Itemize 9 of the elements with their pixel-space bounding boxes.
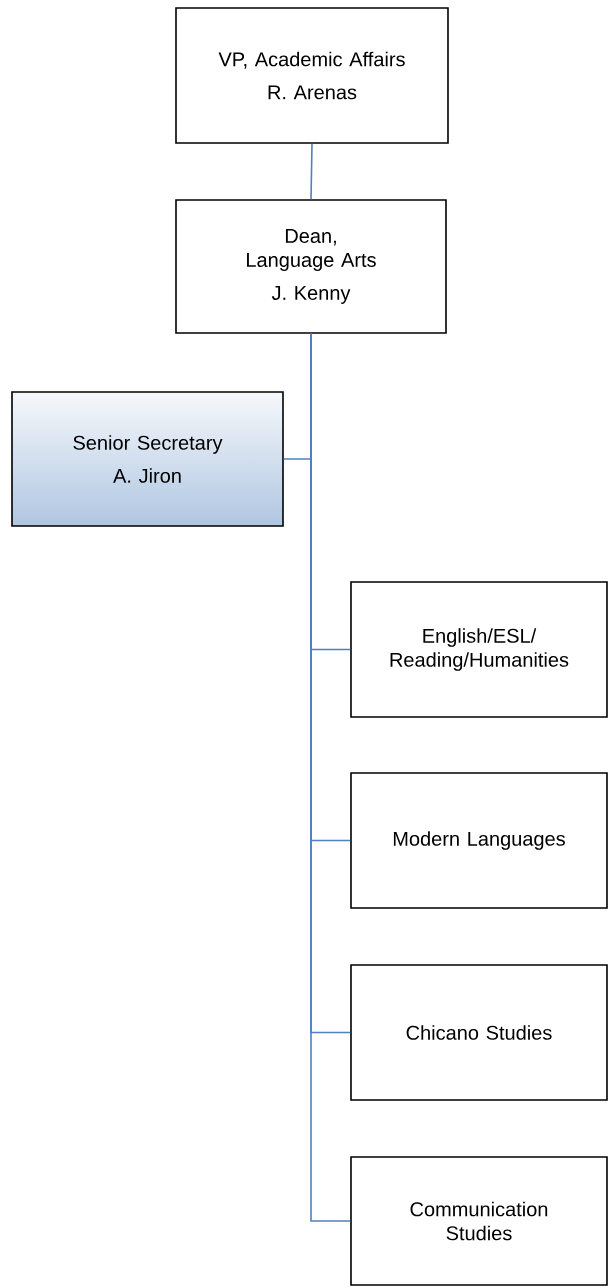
org-box: Chicano Studies: [350, 964, 608, 1101]
org-box: VP, Academic Affairs R. Arenas: [175, 7, 449, 144]
connector-line: [310, 143, 313, 200]
org-box: Modern Languages: [350, 772, 608, 909]
org-box: Dean, Language Arts J. Kenny: [175, 199, 447, 334]
org-box: English/ESL/ Reading/Humanities: [350, 581, 608, 718]
connector-line: [310, 333, 351, 1222]
org-box: Communication Studies: [350, 1156, 608, 1286]
org-box: Senior Secretary A. Jiron: [11, 391, 284, 527]
